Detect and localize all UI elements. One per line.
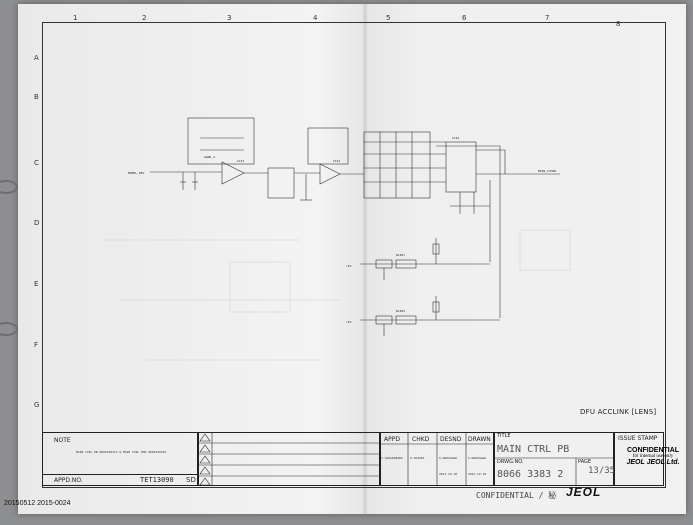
appd-no-value: TET13090: [140, 476, 174, 484]
issue-stamp-label: ISSUE STAMP: [618, 435, 658, 442]
stamp-line-1: CONFIDENTIAL: [626, 447, 680, 454]
drawing-caption: DFU ACCLINK [LENS]: [580, 408, 657, 416]
vcc-label: +5V: [346, 264, 352, 268]
issue-stamp-box: [614, 432, 664, 486]
row-letter: C: [34, 159, 39, 167]
relay-label: RL501: [396, 253, 405, 257]
jeol-logo: JEOL: [566, 485, 602, 499]
row-letter: E: [34, 280, 39, 288]
ic-label: IC47: [237, 159, 244, 163]
date-stamp: 20150512 2015-0024: [4, 500, 71, 507]
chkd-header: CHKD: [412, 436, 430, 443]
ground-label: AGND_4: [204, 155, 215, 159]
column-number: 4: [313, 14, 318, 22]
page-number: 13/35: [588, 466, 616, 476]
row-letter: B: [34, 93, 39, 101]
desnd-name: S.NAKASAWA: [439, 456, 458, 460]
drawn-date: 2013-12-18: [468, 472, 487, 476]
drawing-frame: [42, 22, 666, 488]
page-label: PAGE: [578, 459, 592, 465]
vcc-label: +5V: [346, 320, 352, 324]
relay-label: RL502: [396, 309, 405, 313]
title-grid: [494, 457, 614, 486]
title-box: [494, 432, 614, 486]
column-number: 5: [386, 14, 391, 22]
dwg-no-label: DRWG.NO.: [497, 459, 524, 465]
chkd-name: S.SUZUKI: [410, 456, 425, 460]
column-number: 3: [227, 14, 232, 22]
column-number: 7: [545, 14, 550, 22]
title-label: TITLE: [497, 433, 511, 439]
row-letter: F: [34, 341, 39, 349]
stamp-line-3: JEOL JEOL Ltd.: [626, 459, 680, 466]
row-letter: G: [34, 401, 40, 409]
row-letter: D: [34, 219, 40, 227]
note-label: NOTE: [54, 437, 71, 444]
output-net-label: MAIN_ICHAR: [538, 169, 556, 173]
column-number: 2: [142, 14, 147, 22]
desnd-date: 2013-12-18: [439, 472, 458, 476]
input-net-label: MODEL_DFU: [128, 171, 144, 175]
binder-ring-top: [0, 180, 18, 194]
note-text: MAIN CTRL PB 8066338312 & MAIN CTRL MOD …: [76, 450, 167, 454]
revision-triangles: [198, 432, 380, 486]
ic-label: IC22: [452, 136, 459, 140]
binder-ring-bottom: [0, 322, 18, 336]
appd-header: APPD: [384, 436, 400, 443]
desnd-header: DESND: [440, 436, 462, 443]
ic-label: IC21: [333, 159, 340, 163]
confidential-stamp: CONFIDENTIAL for internal use only JEOL …: [618, 447, 688, 466]
appd-name: T.SAKAKIBARA: [381, 456, 403, 460]
stamp-line-2: for internal use only: [632, 454, 674, 459]
revision-box: [198, 432, 380, 486]
drawn-header: DRAWN: [468, 436, 491, 443]
binder-fold: [362, 4, 368, 514]
column-number: 1: [73, 14, 78, 22]
column-number: 8: [616, 20, 621, 28]
drawing-number: 8066 3383 2: [497, 469, 564, 480]
drawn-name: S.NAKASAWA: [468, 456, 487, 460]
row-letter: A: [34, 54, 39, 62]
appd-no-suffix: SD: [186, 476, 196, 484]
confidential-footer: CONFIDENTIAL / 秘: [476, 491, 557, 500]
approval-grid: [380, 432, 494, 486]
column-number: 6: [462, 14, 467, 22]
appd-no-label: APPD.NO.: [54, 477, 83, 484]
appd-no-row: [42, 474, 198, 486]
drawing-sheet: [18, 4, 686, 514]
drawing-title: MAIN CTRL PB: [497, 444, 570, 455]
